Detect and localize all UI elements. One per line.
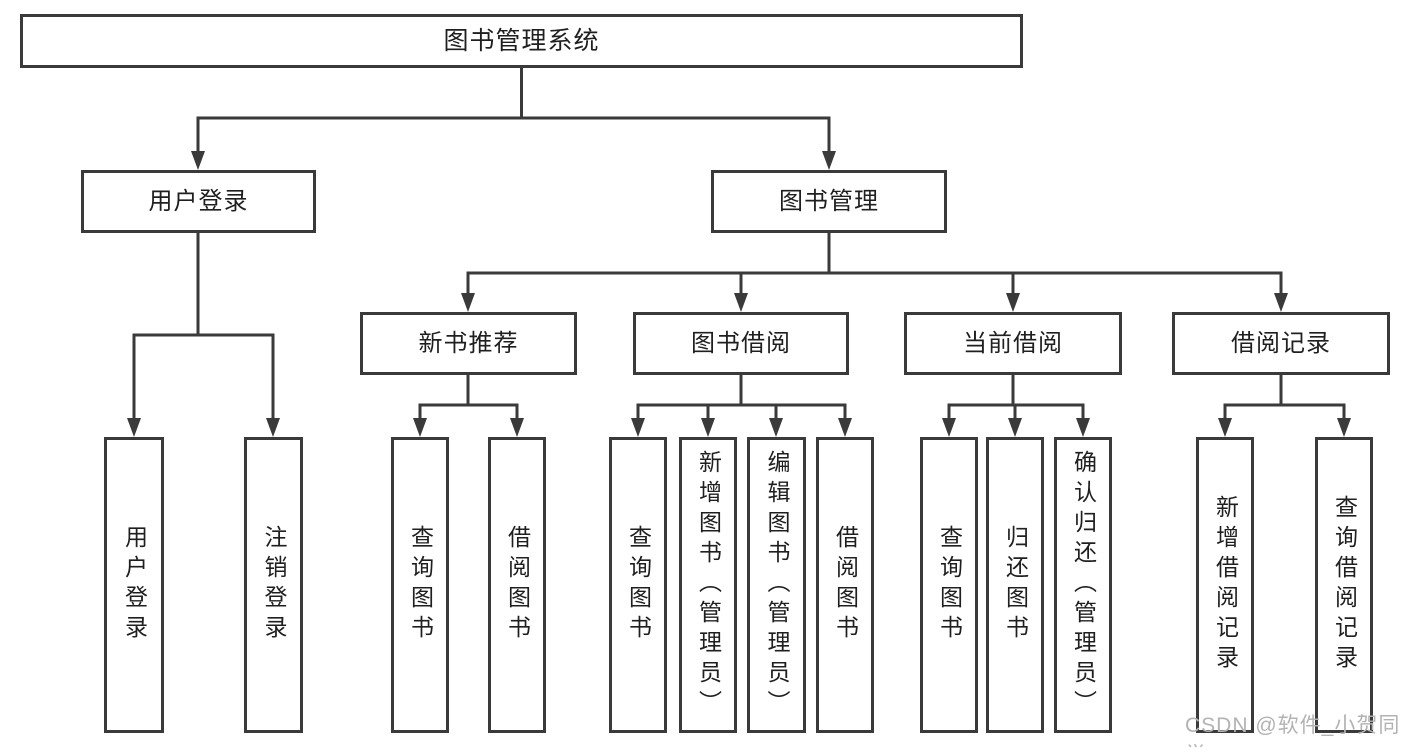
leaf-query-books-current: 查询图书 [920, 437, 978, 733]
connector-current-borrow [947, 375, 1085, 421]
leaf-query-borrow-record: 查询借阅记录 [1315, 437, 1373, 733]
node-new-book-recommend: 新书推荐 [360, 312, 577, 375]
csdn-watermark: CSDN @软件_小贺同学 [1185, 714, 1401, 747]
connector-book-borrow [636, 375, 847, 421]
leaf-borrow-books-recommend: 借阅图书 [488, 437, 546, 733]
leaf-borrow-books: 借阅图书 [816, 437, 874, 733]
connector-new-book [418, 375, 519, 421]
node-book-management: 图书管理 [711, 170, 947, 233]
leaf-return-book: 归还图书 [986, 437, 1044, 733]
leaf-query-books-borrow: 查询图书 [609, 437, 667, 733]
connector-borrow-records [1223, 375, 1346, 421]
leaf-logout: 注销登录 [244, 437, 303, 733]
node-book-borrow: 图书借阅 [633, 312, 849, 375]
connector-book-management [466, 233, 1283, 296]
leaf-confirm-return-admin: 确认归还（管理员） [1054, 437, 1112, 733]
node-user-login: 用户登录 [81, 170, 316, 233]
leaf-add-book-admin: 新增图书（管理员） [679, 437, 737, 733]
arrowheads [127, 151, 1351, 437]
node-library-management-system: 图书管理系统 [20, 14, 1023, 68]
node-borrow-records: 借阅记录 [1172, 312, 1390, 375]
node-current-borrow: 当前借阅 [904, 312, 1122, 375]
connector-user-login [132, 233, 275, 421]
leaf-add-borrow-record: 新增借阅记录 [1196, 437, 1254, 733]
leaf-edit-book-admin: 编辑图书（管理员） [747, 437, 806, 733]
leaf-query-books-recommend: 查询图书 [391, 437, 449, 733]
connector-root [196, 68, 831, 156]
leaf-user-login: 用户登录 [104, 437, 164, 733]
